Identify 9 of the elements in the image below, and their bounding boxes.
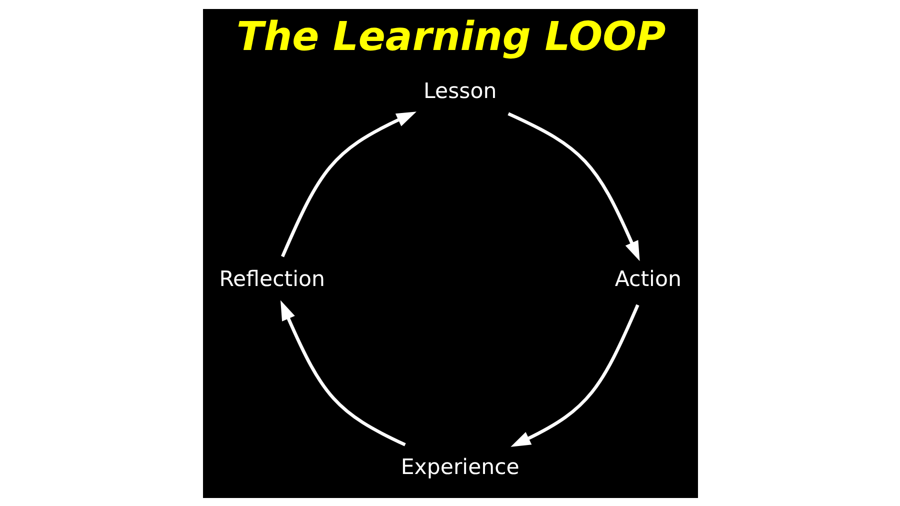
node-text: Action bbox=[614, 266, 681, 292]
arrow bbox=[507, 112, 640, 261]
diagram-title: The Learning LOOP bbox=[236, 14, 666, 60]
node-text: Lesson bbox=[423, 78, 496, 104]
arrow bbox=[280, 300, 406, 446]
arrow bbox=[510, 304, 639, 446]
node-text: Reflection bbox=[218, 266, 324, 292]
arrow bbox=[280, 111, 416, 257]
node-text: Experience bbox=[400, 454, 519, 480]
